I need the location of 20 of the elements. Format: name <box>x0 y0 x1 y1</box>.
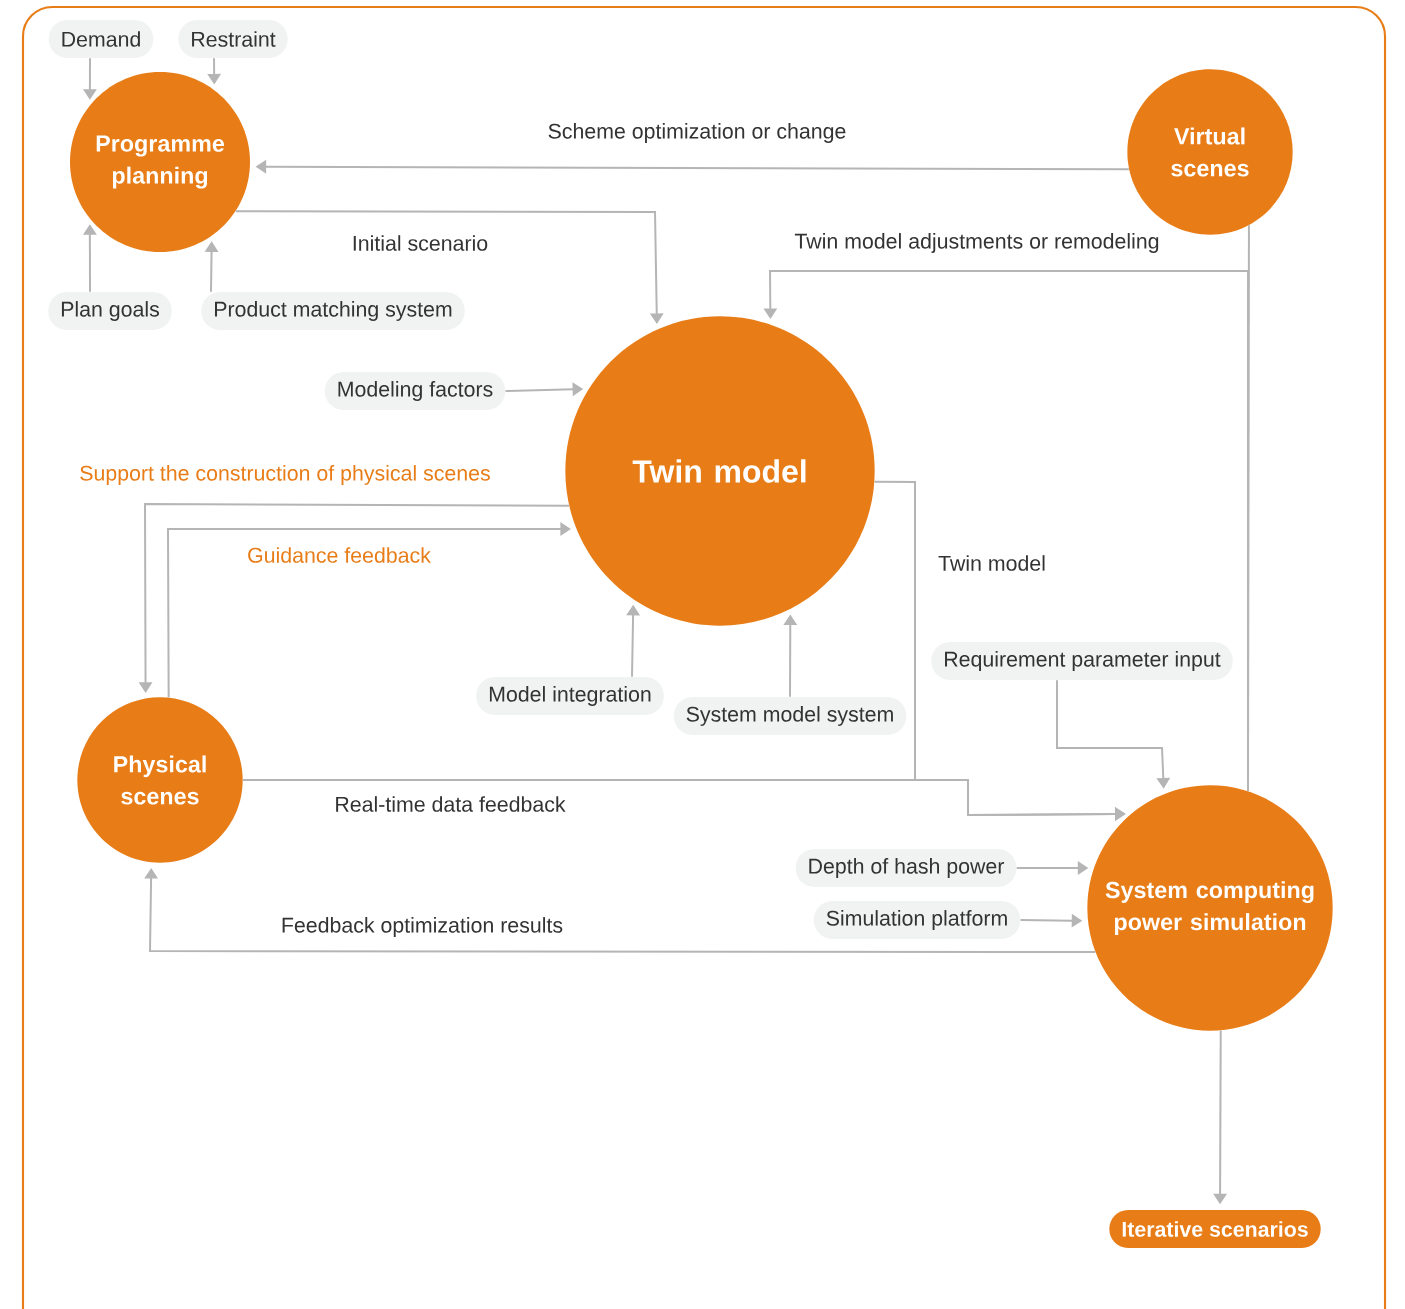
input-pill: Restraint <box>178 20 288 58</box>
edge-label: Real-time data feedback <box>331 793 569 815</box>
connector-line <box>1247 224 1250 793</box>
result-pill: Iterative scenarios <box>1109 1210 1321 1248</box>
edge-label: Support the construction of physical scenes <box>76 462 494 488</box>
edge-label: Guidance feedback <box>244 544 434 566</box>
edge-label: Initial scenario <box>349 232 491 254</box>
input-pill: Modeling factors <box>324 372 506 410</box>
edge-label: Feedback optimization results <box>278 914 566 940</box>
input-pill: Model integration <box>476 677 664 715</box>
input-pill: Depth of hash power <box>795 849 1017 887</box>
edge-label: Twin model <box>935 552 1049 574</box>
arrow <box>167 522 571 699</box>
input-pill: Product matching system <box>201 292 465 330</box>
input-pill: System model system <box>673 697 907 735</box>
input-pill: Simulation platform <box>813 901 1021 939</box>
input-pill: Plan goals <box>48 292 172 330</box>
input-pill: Requirement parameter input <box>931 642 1233 680</box>
input-pill: Demand <box>48 20 154 58</box>
edge-label: Scheme optimization or change <box>544 120 850 146</box>
